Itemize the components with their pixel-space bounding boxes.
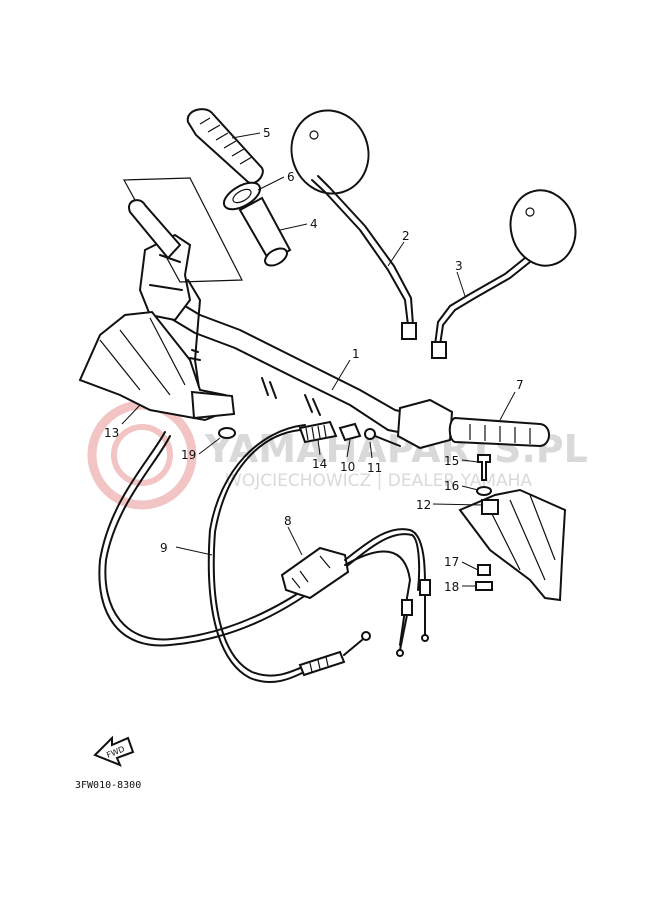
cable-adjusters xyxy=(298,420,401,447)
callout-8: 8 xyxy=(284,514,292,528)
callout-1: 1 xyxy=(352,347,360,361)
callout-15: 15 xyxy=(444,454,459,468)
callout-19: 19 xyxy=(181,448,196,462)
diagram-code: 3FW010-8300 xyxy=(75,780,141,791)
callout-4: 4 xyxy=(310,217,318,231)
callout-6: 6 xyxy=(287,170,295,184)
callout-13: 13 xyxy=(104,426,119,440)
fwd-arrow-icon: FWD xyxy=(93,735,135,767)
mirror-right-3 xyxy=(431,189,577,359)
hand-guard-right-12 xyxy=(458,488,567,602)
watermark-logo-icon xyxy=(87,400,197,510)
mirror-left-2 xyxy=(290,109,417,340)
cable-junction-8 xyxy=(280,528,431,657)
callout-16: 16 xyxy=(444,479,459,493)
grip-inset xyxy=(123,177,243,283)
grip-right-7 xyxy=(396,398,550,450)
callouts: 1 2 3 4 5 6 7 8 9 10 11 12 13 14 15 16 1… xyxy=(104,126,524,594)
callout-17: 17 xyxy=(444,555,459,569)
watermark: YAMAHAPARTS.PL WOJCIECHOWICZ | DEALER YA… xyxy=(87,400,588,510)
hand-guard-left-13 xyxy=(78,310,236,422)
callout-2: 2 xyxy=(402,229,410,243)
fasteners xyxy=(218,427,493,591)
callout-3: 3 xyxy=(455,259,463,273)
throttle-sleeve-4 xyxy=(238,196,292,267)
collar-6 xyxy=(222,181,262,211)
callout-9: 9 xyxy=(160,541,168,555)
callout-7: 7 xyxy=(516,378,524,392)
callout-5: 5 xyxy=(263,126,271,140)
callout-12: 12 xyxy=(416,498,431,512)
leader-lines xyxy=(121,132,516,587)
callout-11: 11 xyxy=(367,461,382,475)
callout-10: 10 xyxy=(340,460,355,474)
callout-18: 18 xyxy=(444,580,459,594)
grip-5 xyxy=(186,108,264,185)
callout-14: 14 xyxy=(312,457,327,471)
watermark-line2: WOJCIECHOWICZ | DEALER YAMAHA xyxy=(225,471,532,491)
cables xyxy=(98,424,371,684)
